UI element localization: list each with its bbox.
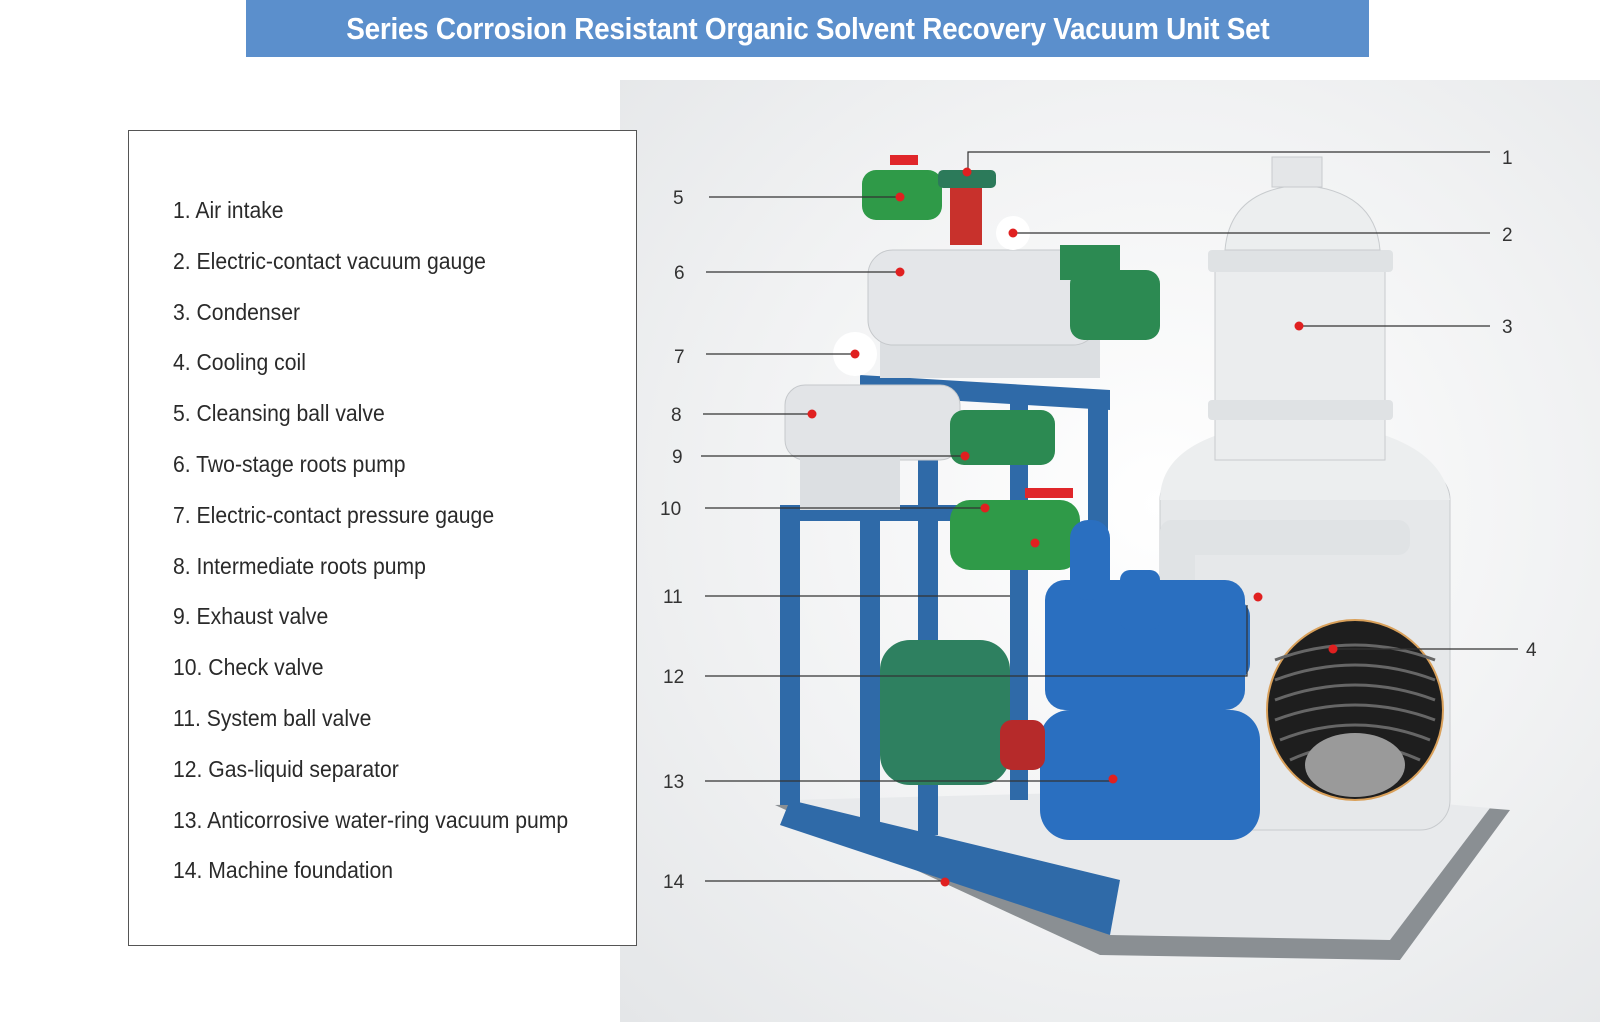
svg-text:13: 13	[663, 772, 684, 793]
legend-item: 11. System ball valve	[173, 704, 372, 731]
callout-2: 2	[1008, 225, 1513, 246]
svg-text:1: 1	[1502, 148, 1513, 169]
callout-8: 8	[671, 405, 817, 426]
legend-item: 13. Anticorrosive water-ring vacuum pump	[173, 806, 569, 833]
callout-11: 11	[663, 538, 1040, 608]
water-ring-vacuum-pump	[1000, 520, 1260, 840]
callout-10: 10	[660, 499, 990, 520]
callout-7: 7	[674, 347, 860, 368]
legend-list: 1. Air intake 2. Electric-contact vacuum…	[173, 195, 603, 906]
svg-text:9: 9	[672, 447, 683, 468]
svg-text:6: 6	[674, 263, 685, 284]
svg-text:12: 12	[663, 667, 684, 688]
callout-1: 1	[962, 148, 1513, 177]
svg-text:14: 14	[663, 872, 685, 893]
legend-item: 9. Exhaust valve	[173, 603, 329, 630]
legend-item: 5. Cleansing ball valve	[173, 400, 385, 427]
pump-motor	[880, 640, 1010, 785]
two-stage-roots-pump	[867, 245, 1160, 378]
legend-item: 14. Machine foundation	[173, 857, 393, 884]
callout-6: 6	[674, 263, 905, 284]
legend-item: 12. Gas-liquid separator	[173, 755, 399, 782]
svg-text:5: 5	[673, 188, 684, 209]
intermediate-roots-pump	[784, 384, 1055, 510]
air-intake-pipe	[938, 170, 996, 245]
callout-5: 5	[673, 188, 905, 209]
legend-item: 8. Intermediate roots pump	[173, 552, 426, 579]
title-bar: Series Corrosion Resistant Organic Solve…	[246, 0, 1369, 57]
legend-item: 10. Check valve	[173, 654, 324, 681]
legend-item: 1. Air intake	[173, 197, 284, 223]
callout-12: 12	[663, 592, 1263, 688]
callout-13: 13	[663, 772, 1118, 793]
legend-item: 7. Electric-contact pressure gauge	[173, 501, 495, 528]
svg-text:4: 4	[1526, 640, 1537, 661]
callout-9: 9	[672, 447, 970, 468]
callout-4: 4	[1328, 640, 1537, 661]
svg-text:8: 8	[671, 405, 682, 426]
cleansing-ball-valve	[862, 155, 942, 220]
svg-text:7: 7	[674, 347, 685, 368]
cooling-coil-inset	[1266, 619, 1444, 801]
legend-box: 1. Air intake 2. Electric-contact vacuum…	[128, 130, 637, 946]
svg-text:3: 3	[1502, 317, 1513, 338]
svg-text:11: 11	[663, 587, 683, 608]
svg-text:2: 2	[1502, 225, 1513, 246]
legend-item: 3. Condenser	[173, 298, 301, 325]
svg-text:10: 10	[660, 499, 681, 520]
legend-item: 2. Electric-contact vacuum gauge	[173, 247, 486, 274]
check-valve	[950, 488, 1080, 570]
legend-item: 6. Two-stage roots pump	[173, 450, 406, 477]
page-title: Series Corrosion Resistant Organic Solve…	[345, 10, 1270, 46]
legend-item: 4. Cooling coil	[173, 349, 306, 376]
callout-14: 14	[663, 872, 950, 893]
callout-3: 3	[1294, 317, 1513, 338]
